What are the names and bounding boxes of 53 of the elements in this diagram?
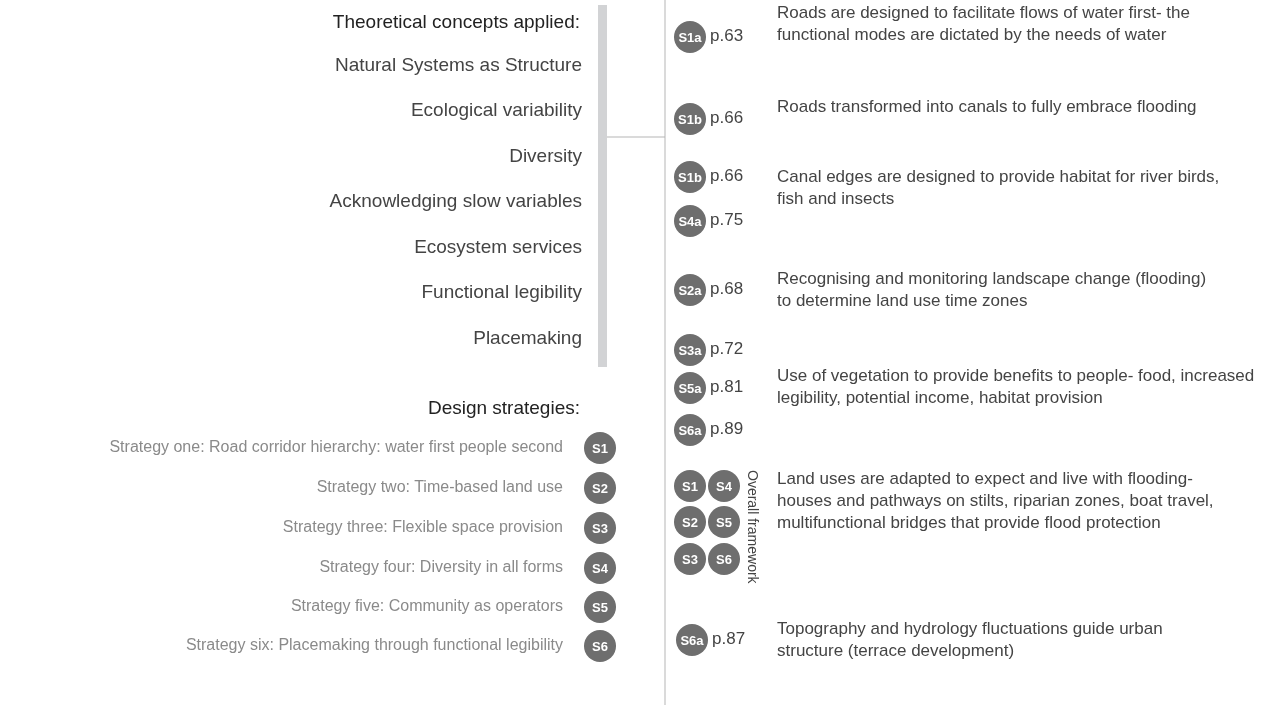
description-text: Canal edges are designed to provide habitat for river birds, fish and insects bbox=[777, 166, 1221, 211]
strategy-badge: S3 bbox=[584, 512, 616, 544]
strategy-badge: S3 bbox=[674, 543, 706, 575]
strategy-label: Strategy five: Community as operators bbox=[290, 596, 563, 616]
page-number: p.75 bbox=[710, 210, 744, 230]
description-text: Use of vegetation to provide benefits to people- food, increased legibility, potential income, habitat provision bbox=[777, 365, 1256, 410]
page-number: p.89 bbox=[710, 419, 744, 439]
strategy-badge: S4a bbox=[674, 205, 706, 237]
page-number: p.72 bbox=[710, 339, 744, 359]
description-text: Roads transformed into canals to fully embrace flooding bbox=[777, 96, 1198, 118]
strategy-badge: S5 bbox=[708, 506, 740, 538]
section-heading: Theoretical concepts applied: bbox=[332, 10, 580, 34]
strategy-label: Strategy two: Time-based land use bbox=[316, 477, 563, 497]
strategy-badge: S2a bbox=[674, 274, 706, 306]
concept-label: Functional legibility bbox=[421, 280, 582, 304]
strategy-badge: S4 bbox=[708, 470, 740, 502]
description-text: Land uses are adapted to expect and live with flooding- houses and pathways on stilts, riparian zones, boat travel, multifunctional bridges that provide flood protection bbox=[777, 468, 1215, 535]
strategy-badge: S1a bbox=[674, 21, 706, 53]
strategy-badge: S1 bbox=[674, 470, 706, 502]
concept-label: Diversity bbox=[509, 144, 582, 168]
strategy-badge: S6 bbox=[584, 630, 616, 662]
strategy-badge: S5a bbox=[674, 372, 706, 404]
page-number: p.63 bbox=[710, 26, 744, 46]
strategy-badge: S1 bbox=[584, 432, 616, 464]
strategy-badge: S1b bbox=[674, 161, 706, 193]
framework-label: Overall framework bbox=[746, 470, 760, 584]
strategy-label: Strategy one: Road corridor hierarchy: water first people second bbox=[109, 437, 563, 457]
strategy-badge: S3a bbox=[674, 334, 706, 366]
section-heading: Design strategies: bbox=[427, 396, 580, 420]
page-number: p.87 bbox=[712, 629, 746, 649]
strategy-badge: S6a bbox=[676, 624, 708, 656]
page-number: p.66 bbox=[710, 108, 744, 128]
strategy-badge: S6 bbox=[708, 543, 740, 575]
strategy-badge: S2 bbox=[584, 472, 616, 504]
strategy-label: Strategy four: Diversity in all forms bbox=[319, 557, 563, 577]
strategy-badge: S6a bbox=[674, 414, 706, 446]
strategy-label: Strategy three: Flexible space provision bbox=[282, 517, 563, 537]
concept-label: Ecosystem services bbox=[414, 235, 582, 259]
strategy-label: Strategy six: Placemaking through functional legibility bbox=[185, 635, 563, 655]
description-text: Roads are designed to facilitate flows of water first- the functional modes are dictated by the needs of water bbox=[777, 2, 1191, 47]
strategy-badge: S4 bbox=[584, 552, 616, 584]
concept-label: Acknowledging slow variables bbox=[329, 189, 582, 213]
page-number: p.66 bbox=[710, 166, 744, 186]
concept-label: Ecological variability bbox=[410, 98, 582, 122]
strategy-badge: S5 bbox=[584, 591, 616, 623]
page-number: p.81 bbox=[710, 377, 744, 397]
concept-label: Natural Systems as Structure bbox=[334, 53, 582, 77]
concept-label: Placemaking bbox=[473, 326, 582, 350]
description-text: Topography and hydrology fluctuations guide urban structure (terrace development) bbox=[777, 618, 1164, 663]
page-number: p.68 bbox=[710, 279, 744, 299]
strategy-badge: S1b bbox=[674, 103, 706, 135]
description-text: Recognising and monitoring landscape change (flooding) to determine land use time zones bbox=[777, 268, 1207, 313]
strategy-badge: S2 bbox=[674, 506, 706, 538]
